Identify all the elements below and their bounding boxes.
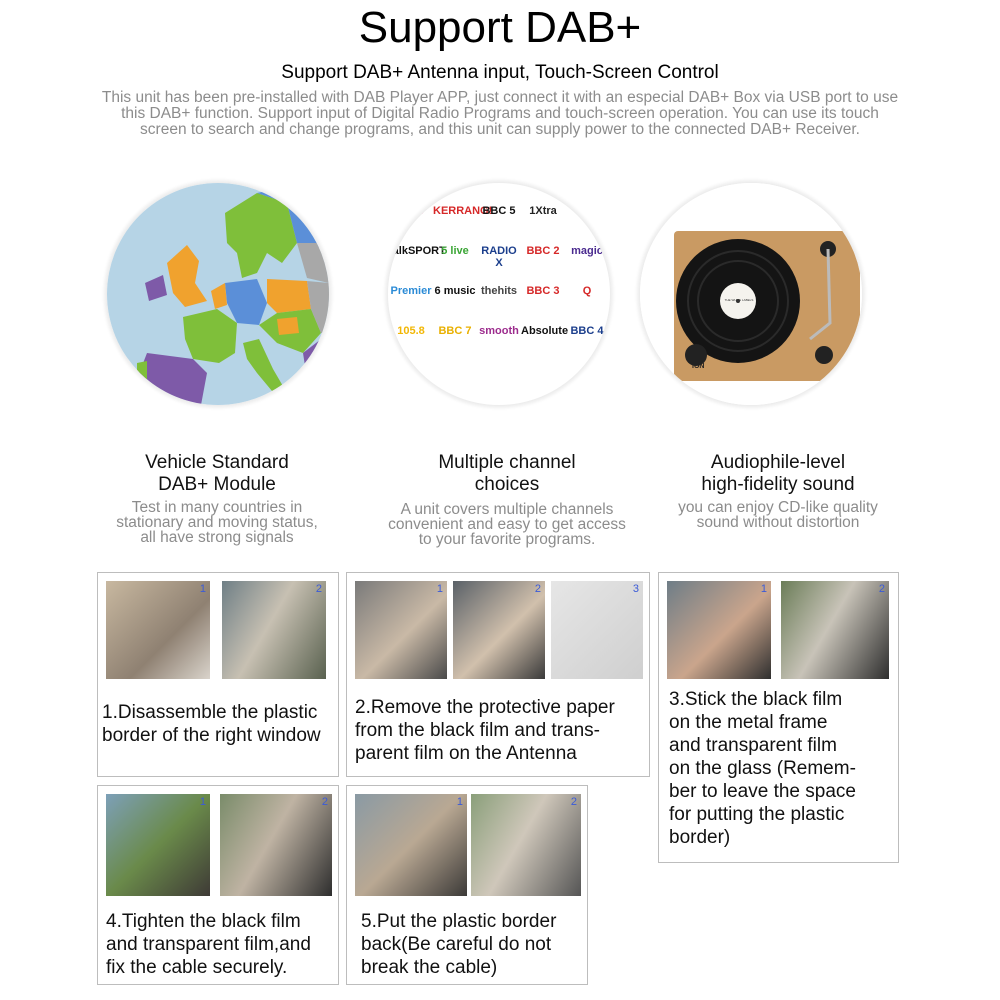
page-title: Support DAB+ bbox=[358, 3, 642, 52]
station-logo: BBC 4 bbox=[570, 325, 604, 337]
station-logo: Q bbox=[582, 285, 592, 297]
step-photo: 1 bbox=[106, 581, 210, 679]
station-logo: Premier bbox=[390, 285, 432, 297]
station-logo: thehits bbox=[480, 285, 518, 297]
step-instruction: 1.Disassemble the plastic border of the … bbox=[102, 702, 321, 746]
feature-description: A unit covers multiple channels convenie… bbox=[388, 501, 626, 548]
station-logo: BBC 2 bbox=[526, 245, 560, 257]
station-logo: Absolute bbox=[521, 325, 569, 337]
feature-title: Audiophile-level high-fidelity sound bbox=[701, 452, 855, 495]
station-logo: BBC 5 bbox=[482, 205, 516, 217]
station-logo: 1Xtra bbox=[529, 205, 557, 217]
page-subtitle: Support DAB+ Antenna input, Touch-Screen… bbox=[281, 62, 719, 83]
step-photo: 2 bbox=[781, 581, 889, 679]
station-logo: talkSPORT bbox=[389, 245, 446, 257]
install-step-1: 1 2 1.Disassemble the plastic border of … bbox=[97, 572, 339, 777]
step-photo: 2 bbox=[453, 581, 545, 679]
turntable-icon: THE WHITE LABELS ION bbox=[640, 183, 862, 405]
station-logo: BBC 7 bbox=[438, 325, 472, 337]
brand-logo: ION bbox=[692, 363, 705, 370]
step-photo: 1 bbox=[355, 794, 467, 896]
europe-map-icon bbox=[107, 183, 329, 405]
step-instruction: 2.Remove the protective paper from the b… bbox=[355, 697, 615, 764]
station-logo: heat bbox=[575, 205, 599, 217]
step-instruction: 4.Tighten the black film and transparent… bbox=[106, 911, 311, 978]
station-logo: KISS bbox=[398, 205, 424, 217]
install-step-4: 1 2 4.Tighten the black film and transpa… bbox=[97, 785, 339, 985]
record-label: THE WHITE LABELS bbox=[724, 298, 754, 302]
feature-sound: Audiophile-level high-fidelity sound you… bbox=[652, 452, 904, 530]
feature-channels: Multiple channel choices A unit covers m… bbox=[357, 452, 657, 547]
step-photo: 1 bbox=[355, 581, 447, 679]
step-photo: 1 bbox=[667, 581, 771, 679]
install-step-3: 1 2 3.Stick the black film on the metal … bbox=[658, 572, 899, 863]
feature-description: you can enjoy CD-like quality sound with… bbox=[678, 499, 878, 531]
feature-description: Test in many countries in stationary and… bbox=[116, 499, 318, 546]
step-instruction: 3.Stick the black film on the metal fram… bbox=[669, 689, 856, 848]
station-logo: smooth bbox=[479, 325, 519, 337]
feature-title: Multiple channel choices bbox=[438, 452, 576, 495]
intro-paragraph: This unit has been pre-installed with DA… bbox=[101, 89, 899, 138]
step-photo: 2 bbox=[222, 581, 326, 679]
step-instruction: 5.Put the plastic border back(Be careful… bbox=[361, 911, 557, 978]
step-photo: 2 bbox=[220, 794, 332, 896]
install-step-5: 1 2 5.Put the plastic border back(Be car… bbox=[346, 785, 588, 985]
station-logo: BBC 3 bbox=[526, 285, 560, 297]
station-logo: 5 live bbox=[441, 245, 469, 257]
station-logo: 6 music bbox=[434, 285, 476, 297]
install-step-2: 1 2 3 2.Remove the protective paper from… bbox=[346, 572, 650, 777]
feature-vehicle: Vehicle Standard DAB+ Module Test in man… bbox=[97, 452, 337, 545]
station-logo: 105.8 bbox=[397, 325, 425, 337]
feature-title: Vehicle Standard DAB+ Module bbox=[145, 452, 289, 495]
station-logo: RADIO X bbox=[481, 245, 517, 269]
step-photo: 3 bbox=[551, 581, 643, 679]
step-photo: 2 bbox=[471, 794, 581, 896]
station-logo: magic bbox=[571, 245, 603, 257]
step-photo: 1 bbox=[106, 794, 210, 896]
station-logo: KERRANG! bbox=[433, 205, 493, 217]
